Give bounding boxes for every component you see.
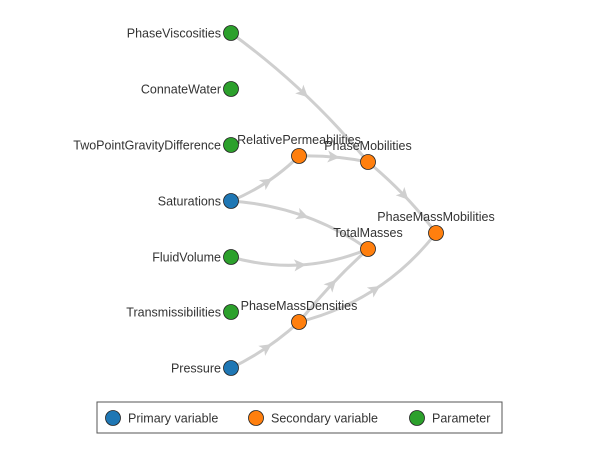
node-label: PhaseMassDensities xyxy=(241,299,358,313)
arrowhead-icon xyxy=(295,84,308,98)
node-label: PhaseMassMobilities xyxy=(377,210,494,224)
arrowhead-icon xyxy=(395,186,409,200)
node-label: Transmissibilities xyxy=(126,306,221,320)
node-PhaseMassMobilities[interactable] xyxy=(428,225,444,241)
node-ConnateWater[interactable] xyxy=(223,81,239,97)
node-PhaseMobilities[interactable] xyxy=(360,154,376,170)
node-Pressure[interactable] xyxy=(223,360,239,376)
edges xyxy=(230,31,438,370)
node-label: RelativePermeabilities xyxy=(237,133,361,147)
node-label: Pressure xyxy=(171,362,221,376)
node-TwoPointGravityDifference[interactable] xyxy=(223,137,239,153)
arrowhead-icon xyxy=(258,344,272,356)
legend-primary-label: Primary variable xyxy=(128,412,218,426)
node-PhaseMassDensities[interactable] xyxy=(291,314,307,330)
node-label: PhaseMobilities xyxy=(324,139,412,153)
node-label: Saturations xyxy=(158,195,221,209)
node-Saturations[interactable] xyxy=(223,193,239,209)
node-label: TotalMasses xyxy=(333,226,402,240)
node-TotalMasses[interactable] xyxy=(360,241,376,257)
legend-parameter-label: Parameter xyxy=(432,412,490,426)
arrowhead-icon xyxy=(258,178,273,191)
legend-secondary-label: Secondary variable xyxy=(271,412,378,426)
arrowhead-icon xyxy=(293,259,307,272)
node-RelativePermeabilities[interactable] xyxy=(291,148,307,164)
node-label: TwoPointGravityDifference xyxy=(73,139,221,153)
edge-Pressure-to-PhaseMassDensities xyxy=(230,320,301,370)
legend-box xyxy=(96,401,503,434)
node-Transmissibilities[interactable] xyxy=(223,304,239,320)
node-label: FluidVolume xyxy=(152,251,221,265)
nodes: PhaseViscositiesConnateWaterTwoPointGrav… xyxy=(73,25,495,376)
arrowhead-icon xyxy=(295,207,309,220)
legend-secondary-icon xyxy=(248,410,264,426)
arrowhead-icon xyxy=(323,279,337,293)
legend-parameter-icon xyxy=(409,410,425,426)
edge-Saturations-to-RelativePermeabilities xyxy=(230,154,301,203)
arrowhead-icon xyxy=(366,285,381,298)
legend-primary-icon xyxy=(105,410,121,426)
node-label: PhaseViscosities xyxy=(127,27,221,41)
arrowhead-icon xyxy=(327,150,340,163)
node-label: ConnateWater xyxy=(141,83,221,97)
node-PhaseViscosities[interactable] xyxy=(223,25,239,41)
node-FluidVolume[interactable] xyxy=(223,249,239,265)
legend: Primary variable Secondary variable Para… xyxy=(96,401,503,434)
edge-Saturations-to-TotalMasses xyxy=(230,199,369,251)
